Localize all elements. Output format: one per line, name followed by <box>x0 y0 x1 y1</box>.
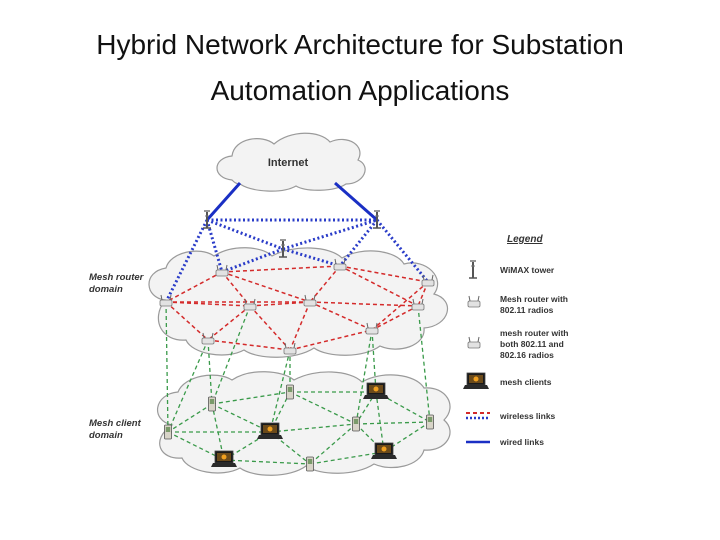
mesh-router-cloud <box>148 247 449 358</box>
legend-wireless-links-label: wireless links <box>500 411 556 421</box>
title-line-1: Hybrid Network Architecture for Substati… <box>96 29 624 60</box>
client-wireless-link <box>371 329 377 393</box>
client-wireless-link <box>355 421 431 425</box>
legend-wimax-tower-icon <box>468 260 478 279</box>
legend-wimax-label: WiMAX tower <box>500 265 555 275</box>
pda-client-icon <box>426 414 434 430</box>
wimax-link <box>164 219 209 303</box>
page-title: Hybrid Network Architecture for Substati… <box>0 22 720 114</box>
router-wireless-link <box>221 271 311 303</box>
client-wireless-link <box>309 423 357 465</box>
router-wireless-link <box>207 305 251 341</box>
client-wireless-link <box>289 391 357 425</box>
internet-label: Internet <box>268 157 309 169</box>
wimax-link <box>282 247 341 268</box>
legend-mesh-client-icon <box>462 372 490 390</box>
wimax-link <box>206 218 284 251</box>
mesh-router-domain-label: Mesh router domain <box>89 272 144 295</box>
client-wireless-link <box>417 305 431 423</box>
client-wireless-link <box>269 423 357 433</box>
legend-router-80211-icon <box>467 295 481 308</box>
pda-client-icon <box>352 416 360 432</box>
wimax-link <box>221 247 284 274</box>
wimax-link <box>282 218 378 251</box>
client-wireless-link <box>211 403 225 461</box>
legend-title: Legend <box>507 234 543 245</box>
laptop-client-icon <box>210 450 238 468</box>
legend-router-both-label: mesh router with both 802.11 and 802.16 … <box>500 328 569 360</box>
router-wireless-link <box>417 281 429 307</box>
legend-wired-links-label: wired links <box>500 437 544 447</box>
legend-router-80211-label: Mesh router with 802.11 radios <box>500 294 569 315</box>
router-wireless-link <box>221 265 341 273</box>
router-wireless-link <box>309 265 341 303</box>
client-wireless-link <box>207 339 213 405</box>
pda-client-icon <box>164 424 172 440</box>
router-wireless-link <box>339 265 429 283</box>
router-wireless-link <box>165 301 209 341</box>
router-wireless-link <box>289 301 311 351</box>
client-wireless-link <box>211 403 271 433</box>
router-wireless-link <box>249 305 291 351</box>
wired-links-group <box>205 181 378 222</box>
client-wireless-link <box>375 391 385 453</box>
legend-router-both-icon <box>467 336 481 349</box>
pda-client-icon <box>306 456 314 472</box>
router-wireless-link <box>371 305 419 331</box>
client-wireless-link <box>167 403 213 433</box>
client-wireless-link <box>165 301 169 433</box>
pda-client-icon <box>286 384 294 400</box>
router-wireless-link <box>371 281 429 331</box>
pda-client-icon <box>208 396 216 412</box>
legend-mesh-clients-label: mesh clients <box>500 377 552 387</box>
router-wireless-link <box>289 329 373 351</box>
laptop-client-icon <box>370 442 398 460</box>
laptop-client-icon <box>362 382 390 400</box>
router-wireless-link <box>339 265 419 307</box>
internet-cloud <box>216 132 366 192</box>
title-line-2: Automation Applications <box>210 75 510 106</box>
router-wireless-link <box>309 301 373 331</box>
mesh-client-domain-label: Mesh client domain <box>89 418 141 441</box>
wired-link <box>334 181 378 222</box>
wimax-links-group <box>164 218 430 303</box>
client-wireless-link <box>309 451 385 465</box>
client-wireless-link <box>355 329 373 425</box>
client-wireless-link <box>211 305 251 405</box>
wired-link <box>205 182 242 221</box>
client-wireless-link <box>211 391 291 405</box>
router-wireless-link <box>165 271 223 303</box>
laptop-client-icon <box>256 422 284 440</box>
legend-symbols <box>462 260 490 444</box>
client-wireless-link <box>269 349 291 433</box>
client-wireless-link <box>223 459 311 465</box>
wimax-link <box>338 219 379 267</box>
client-wireless-link <box>167 339 209 433</box>
